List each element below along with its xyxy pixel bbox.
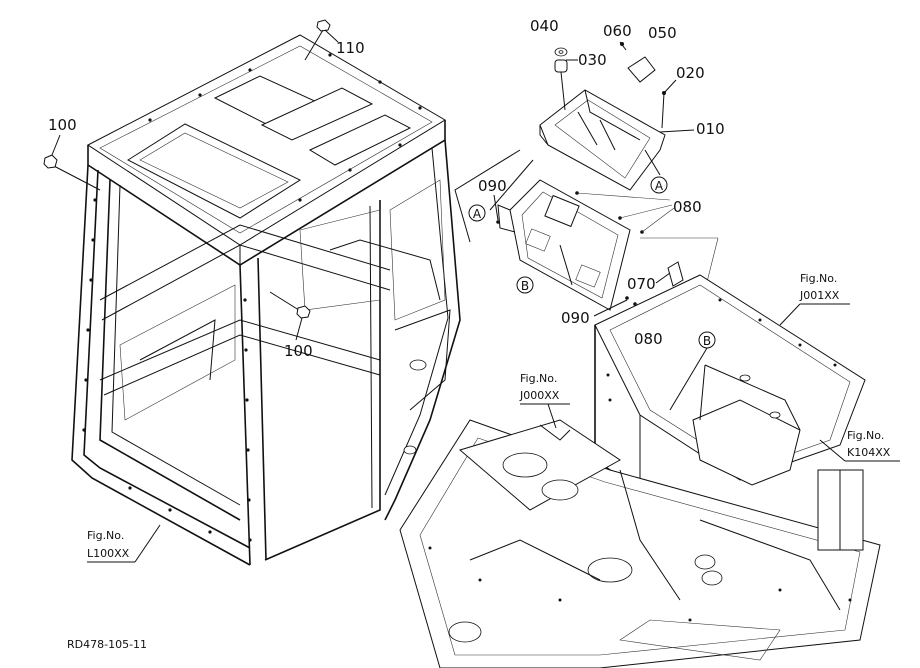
drawing-id: RD478-105-11 <box>67 638 147 651</box>
callout-070: 070 <box>627 275 656 293</box>
svg-text:Fig.No.: Fig.No. <box>87 529 124 542</box>
knob-050 <box>627 56 656 83</box>
svg-text:A: A <box>473 207 482 221</box>
nut-040 <box>554 47 568 57</box>
svg-text:Fig.No.: Fig.No. <box>847 429 884 442</box>
bolt-100-right <box>269 291 311 319</box>
bolt-100-left <box>43 154 101 191</box>
svg-text:Fig.No.: Fig.No. <box>520 372 557 385</box>
svg-text:J001XX: J001XX <box>799 289 840 302</box>
svg-text:B: B <box>521 279 529 293</box>
ref-a-left: A <box>468 204 486 222</box>
leader-lines-a <box>454 149 661 243</box>
svg-text:L100XX: L100XX <box>87 547 130 560</box>
bracket-panel <box>497 179 631 311</box>
screws-090 <box>496 220 629 300</box>
callout-020: 020 <box>676 64 705 82</box>
callout-100-right: 100 <box>284 342 313 360</box>
callout-030: 030 <box>578 51 607 69</box>
callout-080-bottom: 080 <box>634 330 663 348</box>
fig-ref-j000xx: Fig.No. J000XX <box>519 372 570 429</box>
svg-text:B: B <box>703 334 711 348</box>
callout-040: 040 <box>530 17 559 35</box>
fig-ref-l100xx: Fig.No. L100XX <box>87 524 161 563</box>
callout-050: 050 <box>648 24 677 42</box>
callout-labels: 040 030 060 050 020 010 110 100 100 090 … <box>48 17 725 360</box>
callout-010: 010 <box>696 120 725 138</box>
screw-020 <box>661 91 666 129</box>
screw-060 <box>619 41 627 51</box>
callout-110: 110 <box>336 39 365 57</box>
reference-markers: A A B B <box>468 176 716 411</box>
svg-text:Fig.No.: Fig.No. <box>800 272 837 285</box>
figure-refs: Fig.No. L100XX Fig.No. J000XX Fig.No. J0… <box>87 272 900 563</box>
control-box <box>594 274 866 491</box>
callout-080-top: 080 <box>673 198 702 216</box>
callout-060: 060 <box>603 22 632 40</box>
svg-text:K104XX: K104XX <box>847 446 891 459</box>
ref-a-top: A <box>650 176 668 194</box>
panel-010 <box>539 89 666 191</box>
svg-text:J000XX: J000XX <box>519 389 560 402</box>
fig-ref-k104xx: Fig.No. K104XX <box>819 429 900 462</box>
callout-090-top: 090 <box>478 177 507 195</box>
callout-100-left: 100 <box>48 116 77 134</box>
cap-030 <box>554 59 568 111</box>
ref-b-left: B <box>516 276 534 294</box>
svg-text:A: A <box>655 179 664 193</box>
fig-ref-j001xx: Fig.No. J001XX <box>779 272 850 326</box>
ref-b-right: B <box>669 331 716 411</box>
bolt-110 <box>304 19 331 61</box>
cab-frame <box>43 19 461 566</box>
callout-090-bottom: 090 <box>561 309 590 327</box>
machine-base <box>399 419 881 668</box>
